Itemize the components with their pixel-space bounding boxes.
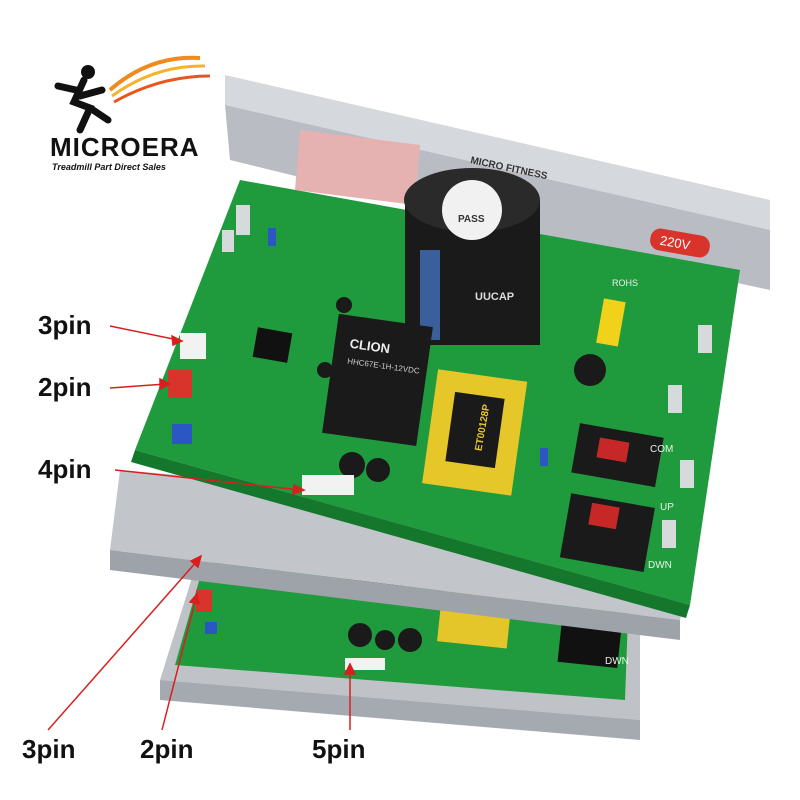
upper-2pin-connector: [168, 370, 192, 398]
lower-5pin-connector: [345, 658, 385, 670]
relay-brand: CLION: [349, 336, 391, 356]
upper-4pin-connector: [302, 475, 354, 495]
pass-mark: PASS: [458, 214, 485, 225]
callout-label-upper-3pin: 3pin: [38, 310, 92, 340]
callout-label-lower-5pin: 5pin: [312, 734, 366, 764]
brand-logo: MICROERA Treadmill Part Direct Sales: [50, 50, 220, 180]
callout-arrows: [47, 325, 357, 731]
upper-board: MICRO FITNESS 220V PASS UUCAP CLION HHC6…: [110, 75, 770, 640]
lower-2pin-connector: [196, 590, 212, 612]
pad-dwn-label: DWN: [648, 560, 672, 571]
voltage-badge: 220V: [659, 233, 692, 253]
brand-tagline: Treadmill Part Direct Sales: [52, 162, 166, 172]
pad-com-label: COM: [650, 444, 673, 455]
pad-up-label: UP: [660, 502, 674, 513]
upper-3pin-connector: [180, 333, 206, 359]
capacitor-brand: UUCAP: [475, 291, 514, 303]
callout-label-lower-3pin: 3pin: [22, 734, 76, 764]
callout-label-lower-2pin: 2pin: [140, 734, 194, 764]
brand-name: MICROERA: [50, 132, 200, 162]
runner-logo-icon: [54, 55, 211, 134]
pad-dwn-lower-label: DWN: [605, 656, 629, 667]
rohs-mark: ROHS: [612, 278, 638, 288]
callout-label-upper-4pin: 4pin: [38, 454, 92, 484]
callout-label-upper-2pin: 2pin: [38, 372, 92, 402]
